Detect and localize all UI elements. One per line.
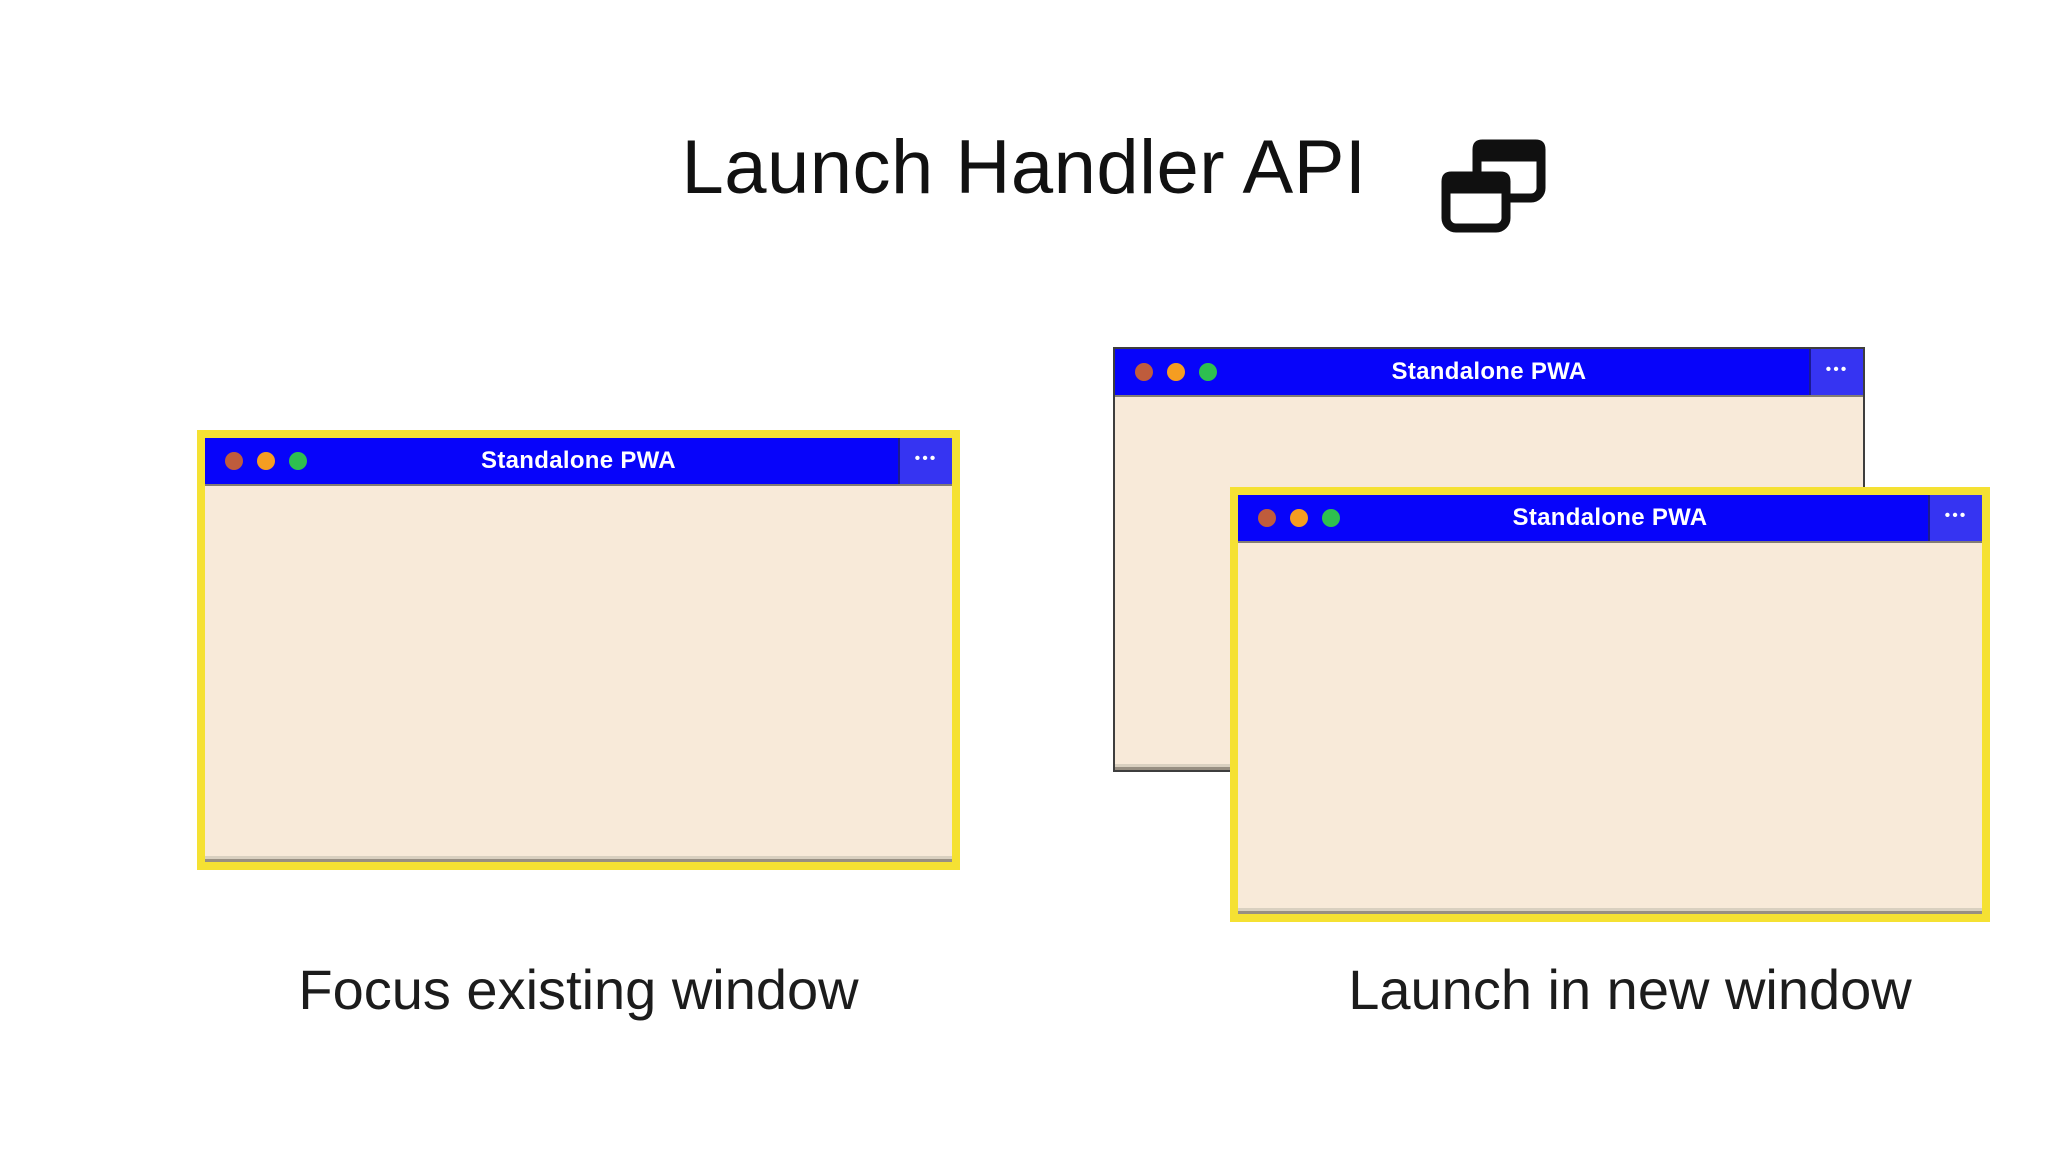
overlapping-windows-icon (1441, 139, 1546, 233)
close-button[interactable] (1258, 509, 1276, 527)
window-content (205, 484, 952, 862)
window-title: Standalone PWA (1391, 358, 1587, 385)
close-button[interactable] (1135, 363, 1153, 381)
pwa-window-focus-existing: Standalone PWA ••• (197, 430, 960, 870)
zoom-button[interactable] (1322, 509, 1340, 527)
window-titlebar: Standalone PWA ••• (205, 438, 952, 484)
page-title: Launch Handler API (681, 125, 1367, 210)
ellipsis-icon: ••• (1944, 507, 1968, 524)
traffic-lights (1135, 363, 1217, 381)
ellipsis-icon: ••• (914, 450, 938, 467)
pwa-window-launch-new: Standalone PWA ••• (1230, 487, 1990, 922)
overflow-menu-button[interactable]: ••• (1928, 495, 1982, 541)
zoom-button[interactable] (1199, 363, 1217, 381)
window-title: Standalone PWA (481, 447, 676, 474)
window-content (1238, 541, 1982, 914)
overflow-menu-button[interactable]: ••• (898, 438, 952, 484)
ellipsis-icon: ••• (1825, 361, 1849, 378)
caption-launch-new: Launch in new window (1348, 958, 1912, 1021)
traffic-lights (1258, 509, 1340, 527)
close-button[interactable] (225, 452, 243, 470)
minimize-button[interactable] (257, 452, 275, 470)
window-title: Standalone PWA (1512, 504, 1708, 531)
minimize-button[interactable] (1167, 363, 1185, 381)
window-titlebar: Standalone PWA ••• (1115, 349, 1863, 395)
traffic-lights (225, 452, 307, 470)
caption-focus-existing: Focus existing window (298, 958, 859, 1021)
zoom-button[interactable] (289, 452, 307, 470)
overflow-menu-button[interactable]: ••• (1809, 349, 1863, 395)
minimize-button[interactable] (1290, 509, 1308, 527)
window-titlebar: Standalone PWA ••• (1238, 495, 1982, 541)
